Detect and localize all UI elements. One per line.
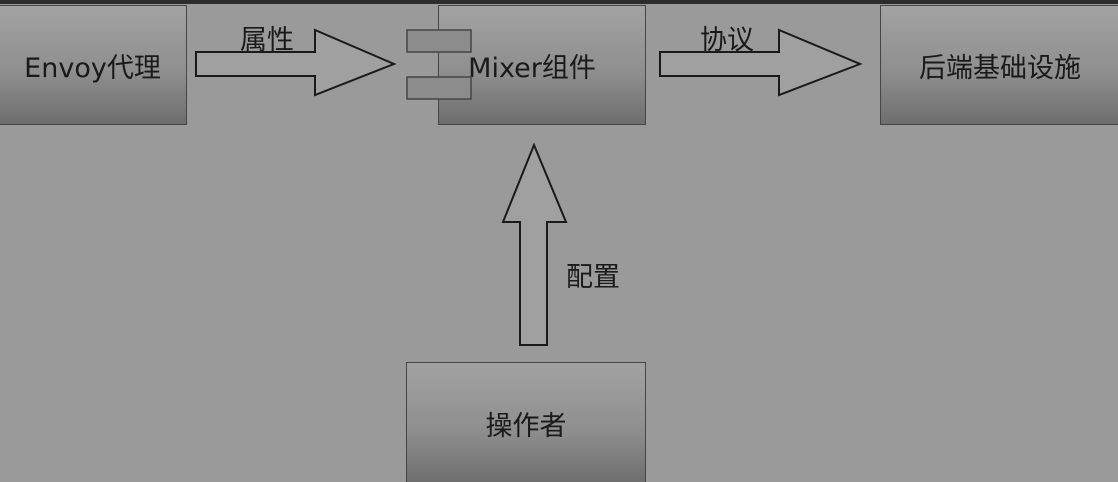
envoy-proxy-label: Envoy代理 [24,52,161,84]
component-icon [406,29,472,100]
config-edge-label: 配置 [566,262,620,293]
protocol-edge-label: 协议 [700,25,754,56]
backend-infrastructure-node: 后端基础设施 [880,5,1118,125]
config-arrow [501,142,568,346]
attributes-edge-label: 属性 [240,25,294,56]
mixer-component-node: Mixer组件 [438,5,646,125]
operator-node: 操作者 [406,362,646,482]
top-edge-strip [0,0,1118,4]
protocol-arrow [659,28,863,97]
operator-label: 操作者 [485,410,567,442]
backend-infrastructure-label: 后端基础设施 [919,52,1081,84]
attributes-arrow [195,28,397,97]
mixer-component-label: Mixer组件 [468,52,596,84]
envoy-proxy-node: Envoy代理 [0,5,187,125]
